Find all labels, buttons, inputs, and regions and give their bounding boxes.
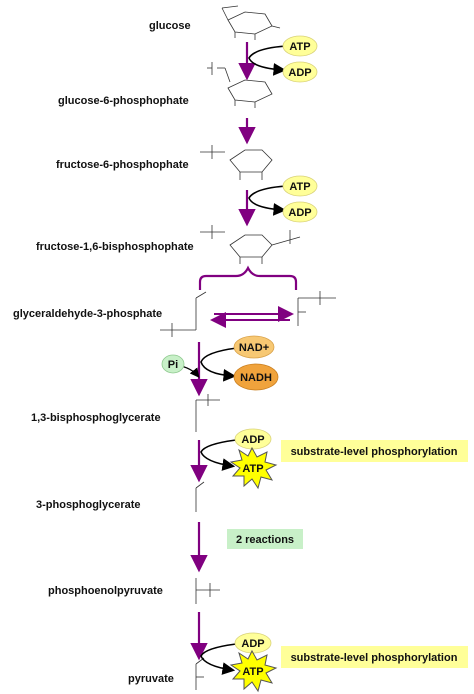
label-fructose-1-6-bisphosphate: fructose-1,6-bisphosphophate xyxy=(36,241,194,253)
atp-pill-step-1 xyxy=(282,35,318,57)
pyruvate-structure xyxy=(195,657,205,690)
glyceraldehyde-3-phosphate-structure xyxy=(160,291,207,337)
nadh-pill xyxy=(233,363,279,391)
cofactor-arrow-step-1 xyxy=(248,45,288,76)
nad-label: NAD+ xyxy=(239,342,269,354)
label-pyruvate: pyruvate xyxy=(128,673,174,685)
reactions-note-box xyxy=(227,529,303,549)
atp-label-step-1: ATP xyxy=(289,41,310,53)
atp-pill-step-3 xyxy=(282,175,318,197)
adp-label-step-6: ADP xyxy=(241,434,264,446)
glucose-6-phosphate-structure xyxy=(207,62,273,108)
atp-burst-step-8 xyxy=(229,649,278,693)
atp-label-step-6: ATP xyxy=(242,463,263,475)
pi-label: Pi xyxy=(168,359,178,371)
glucose-structure xyxy=(221,5,281,40)
cofactor-arrow-step-8 xyxy=(200,643,237,675)
adp-pill-step-1 xyxy=(282,61,318,83)
slp-note-box-1 xyxy=(281,440,468,462)
label-glucose: glucose xyxy=(149,20,191,32)
label-glyceraldehyde-3-phosphate: glyceraldehyde-3-phosphate xyxy=(13,308,162,320)
label-1-3-bisphosphoglycerate: 1,3-bisphosphoglycerate xyxy=(31,412,161,424)
pi-pill xyxy=(161,354,185,374)
cofactor-arrow-step-3 xyxy=(248,185,288,216)
label-3-phosphoglycerate: 3-phosphoglycerate xyxy=(36,499,141,511)
adp-pill-step-3 xyxy=(282,201,318,223)
slp-note-text-2: substrate-level phosphorylation xyxy=(291,652,458,664)
fructose-6-phosphate-structure xyxy=(200,145,273,180)
reactions-note-text: 2 reactions xyxy=(236,534,294,546)
adp-label-step-8: ADP xyxy=(241,638,264,650)
label-phosphoenolpyruvate: phosphoenolpyruvate xyxy=(48,585,163,597)
adp-label-step-1: ADP xyxy=(288,67,311,79)
cofactor-arrow-step-6 xyxy=(200,439,237,471)
label-glucose-6-phosphate: glucose-6-phosphophate xyxy=(58,95,189,107)
atp-burst-step-6 xyxy=(229,446,278,490)
atp-label-step-3: ATP xyxy=(289,181,310,193)
label-fructose-6-phosphate: fructose-6-phosphophate xyxy=(56,159,189,171)
slp-note-text-1: substrate-level phosphorylation xyxy=(291,446,458,458)
slp-note-box-2 xyxy=(281,646,468,668)
dihydroxyacetone-phosphate-structure xyxy=(297,291,336,326)
atp-label-step-8: ATP xyxy=(242,666,263,678)
phosphoenolpyruvate-structure xyxy=(195,578,220,604)
cleavage-bracket xyxy=(198,265,298,290)
cofactor-arrow-step-5 xyxy=(200,347,238,382)
1-3-bisphosphoglycerate-structure xyxy=(195,394,220,432)
3-phosphoglycerate-structure xyxy=(195,481,205,512)
adp-label-step-3: ADP xyxy=(288,207,311,219)
nad-pill xyxy=(233,335,275,359)
nadh-label: NADH xyxy=(240,372,272,384)
fructose-1-6-bisphosphate-structure xyxy=(200,225,301,264)
